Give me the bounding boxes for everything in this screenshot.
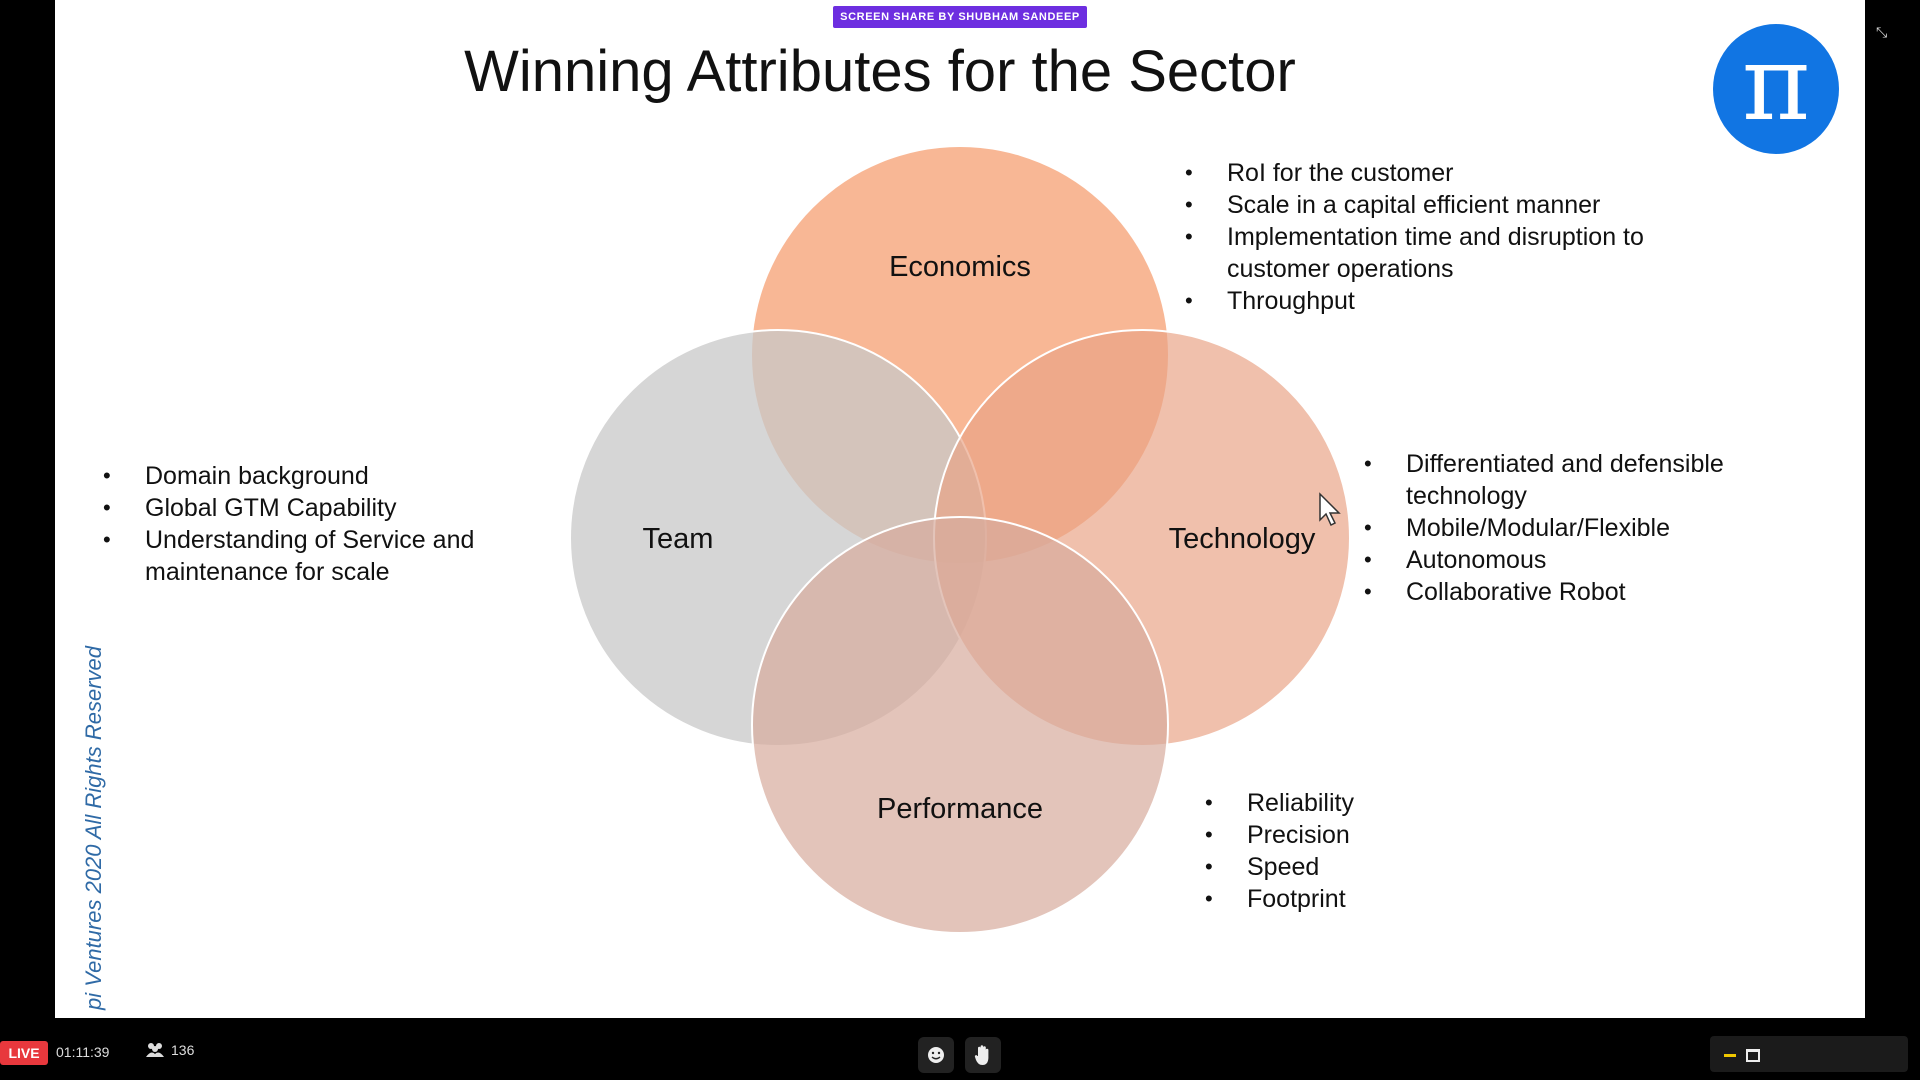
window-icon[interactable] xyxy=(1746,1049,1760,1062)
people-icon xyxy=(146,1043,164,1057)
shared-slide: Winning Attributes for the Sector π Econ… xyxy=(55,0,1865,1018)
slide-title: Winning Attributes for the Sector xyxy=(464,39,1296,104)
technology-bullet-list: Differentiated and defensible technology… xyxy=(1364,448,1804,608)
economics-bullet-list: RoI for the customer Scale in a capital … xyxy=(1185,157,1705,317)
participant-count: 136 xyxy=(171,1042,195,1058)
list-item: Global GTM Capability xyxy=(103,492,523,524)
copyright-text: pi Ventures 2020 All Rights Reserved xyxy=(81,645,106,1010)
list-item: Scale in a capital efficient manner xyxy=(1185,189,1705,221)
venn-diagram: Economics Team Technology Performance xyxy=(569,147,1351,934)
list-item: Throughput xyxy=(1185,285,1705,317)
meeting-toolbar xyxy=(0,1018,1920,1080)
venn-label-technology: Technology xyxy=(1169,523,1316,555)
participants-button[interactable]: 136 xyxy=(145,1042,194,1058)
venn-circle-performance xyxy=(751,516,1169,934)
pi-logo: π xyxy=(1713,24,1839,154)
minimize-icon[interactable] xyxy=(1724,1054,1736,1057)
list-item: Implementation time and disruption to cu… xyxy=(1185,221,1705,285)
list-item: Footprint xyxy=(1205,883,1505,915)
performance-bullet-list: Reliability Precision Speed Footprint xyxy=(1205,787,1505,915)
venn-label-performance: Performance xyxy=(877,793,1043,825)
venn-label-team: Team xyxy=(643,523,714,555)
collapse-icon[interactable]: ⤡ xyxy=(1876,24,1888,40)
list-item: Precision xyxy=(1205,819,1505,851)
list-item: Reliability xyxy=(1205,787,1505,819)
mouse-cursor-icon xyxy=(1319,492,1341,527)
venn-label-economics: Economics xyxy=(889,251,1031,283)
list-item: RoI for the customer xyxy=(1185,157,1705,189)
team-bullet-list: Domain background Global GTM Capability … xyxy=(103,460,523,588)
list-item: Differentiated and defensible technology xyxy=(1364,448,1804,512)
list-item: Speed xyxy=(1205,851,1505,883)
list-item: Autonomous xyxy=(1364,544,1804,576)
window-controls xyxy=(1710,1036,1908,1072)
list-item: Understanding of Service and maintenance… xyxy=(103,524,523,588)
list-item: Collaborative Robot xyxy=(1364,576,1804,608)
elapsed-time: 01:11:39 xyxy=(56,1044,110,1060)
smiley-icon xyxy=(928,1047,944,1063)
reaction-button[interactable] xyxy=(918,1037,954,1073)
list-item: Domain background xyxy=(103,460,523,492)
screen-share-badge: SCREEN SHARE BY SHUBHAM SANDEEP xyxy=(833,6,1087,28)
raise-hand-button[interactable] xyxy=(965,1037,1001,1073)
live-badge: LIVE xyxy=(0,1041,48,1065)
hand-icon xyxy=(974,1045,989,1065)
list-item: Mobile/Modular/Flexible xyxy=(1364,512,1804,544)
